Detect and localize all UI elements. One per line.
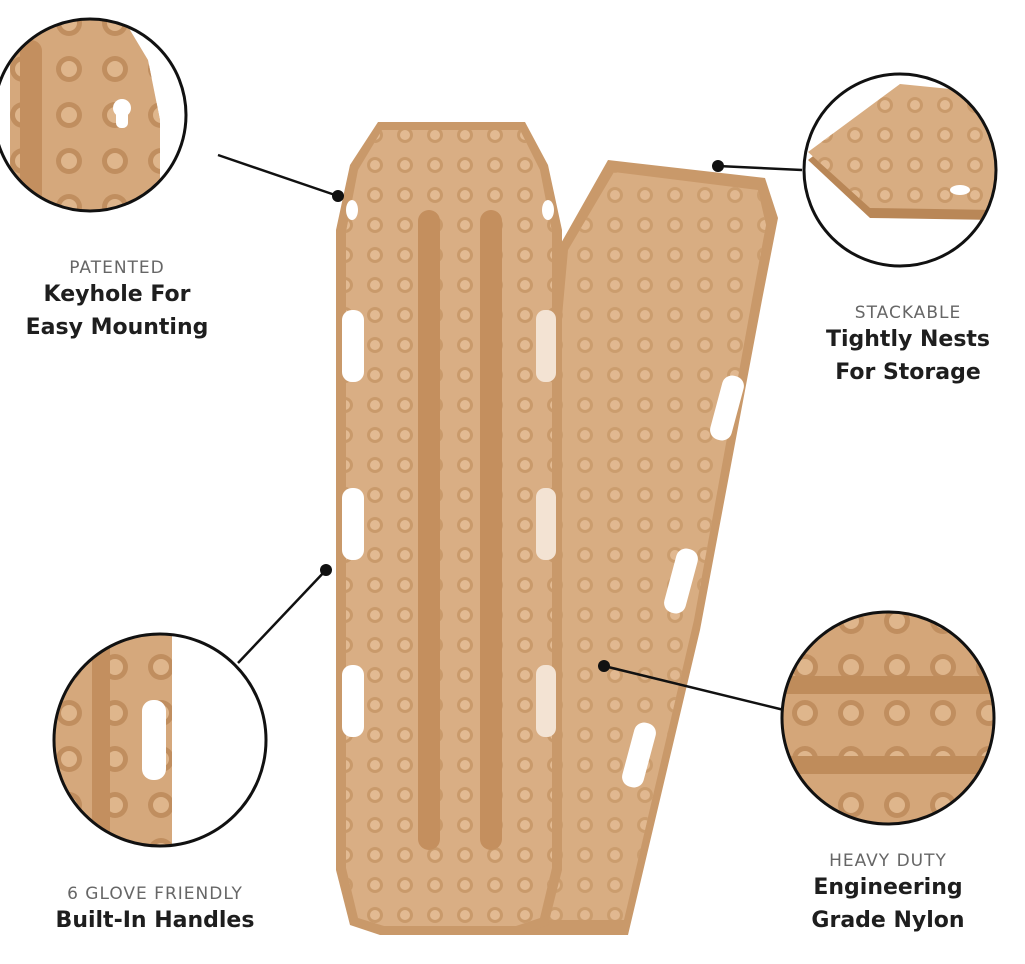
- keyhole-caption: PATENTED Keyhole For Easy Mounting: [0, 258, 234, 344]
- handles-detail-circle: [52, 632, 268, 848]
- handles-subtitle: 6 GLOVE FRIENDLY: [67, 884, 243, 904]
- handles-title: Built-In Handles: [55, 908, 255, 933]
- nylon-title: Engineering Grade Nylon: [811, 875, 965, 933]
- stackable-title: Tightly Nests For Storage: [825, 327, 991, 385]
- stackable-caption: STACKABLE Tightly Nests For Storage: [796, 303, 1020, 389]
- keyhole-detail-circle: [0, 17, 188, 213]
- leader-dots: [320, 160, 724, 672]
- front-recovery-board: [336, 122, 562, 935]
- keyhole-title: Keyhole For Easy Mounting: [25, 282, 209, 340]
- nylon-detail-circle: [780, 610, 996, 826]
- leader-lines: [217, 153, 803, 712]
- nylon-caption: HEAVY DUTY Engineering Grade Nylon: [778, 851, 998, 937]
- stackable-subtitle: STACKABLE: [854, 303, 962, 323]
- keyhole-subtitle: PATENTED: [69, 258, 165, 278]
- nylon-subtitle: HEAVY DUTY: [829, 851, 947, 871]
- stackable-detail-circle: [802, 72, 998, 268]
- handles-caption: 6 GLOVE FRIENDLY Built-In Handles: [30, 884, 280, 937]
